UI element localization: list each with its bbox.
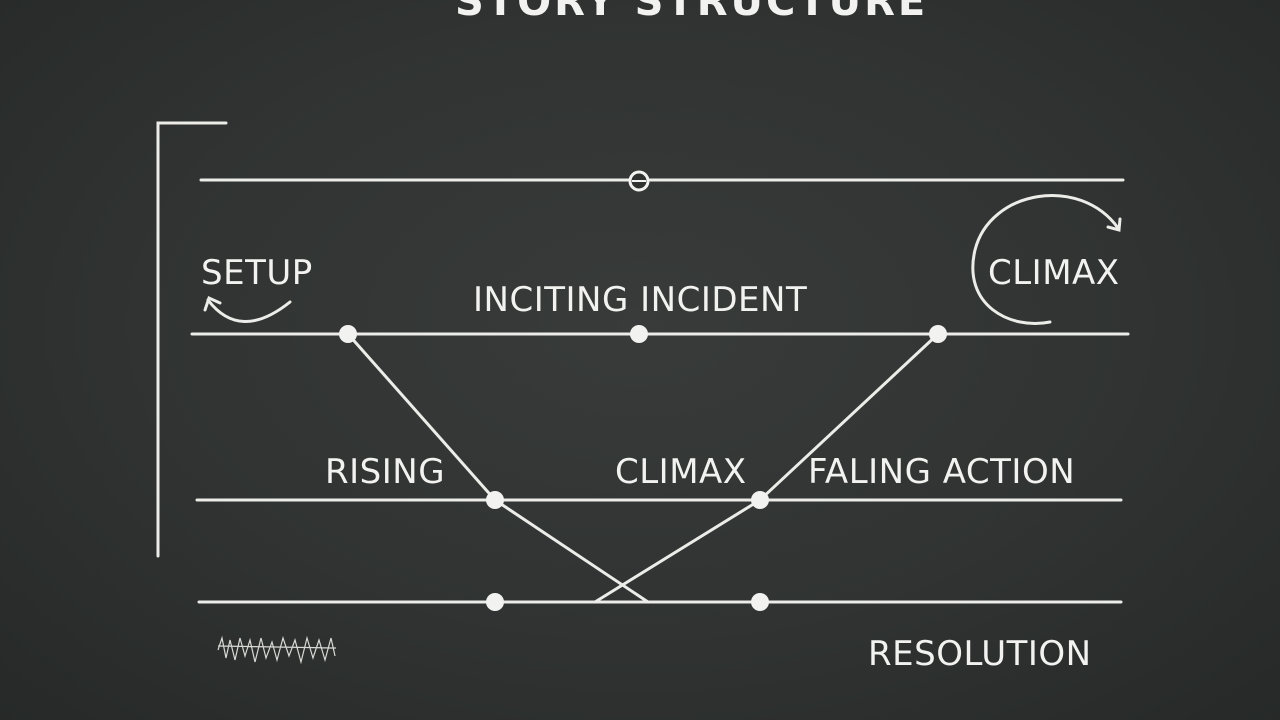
top-ring-marker bbox=[628, 170, 650, 192]
climax-circle-arrow bbox=[971, 194, 1120, 325]
label-resolution: RESOLUTION bbox=[868, 634, 1092, 674]
label-climax-mid: CLIMAX bbox=[615, 452, 747, 492]
rising-node bbox=[486, 491, 504, 509]
chalk-scribble bbox=[217, 635, 337, 665]
label-falling-action: FALING ACTION bbox=[808, 452, 1076, 492]
inciting-incident-node bbox=[630, 325, 648, 343]
setup-arrow-head bbox=[203, 295, 222, 312]
label-setup: SETUP bbox=[201, 253, 313, 293]
climax-node bbox=[929, 325, 947, 343]
resolution-node-right bbox=[751, 593, 769, 611]
left-bracket bbox=[156, 121, 228, 558]
label-rising: RISING bbox=[325, 452, 446, 492]
resolution-node-left bbox=[486, 593, 504, 611]
label-inciting-incident: INCITING INCIDENT bbox=[473, 280, 808, 320]
setup-curve-arrow bbox=[206, 298, 292, 323]
climax-mid-node bbox=[751, 491, 769, 509]
climax-arrow-head bbox=[1106, 217, 1122, 232]
label-climax-top: CLIMAX bbox=[988, 253, 1120, 293]
diagram-title: STORY STRUCTURE bbox=[455, 0, 929, 25]
setup-node bbox=[339, 325, 357, 343]
